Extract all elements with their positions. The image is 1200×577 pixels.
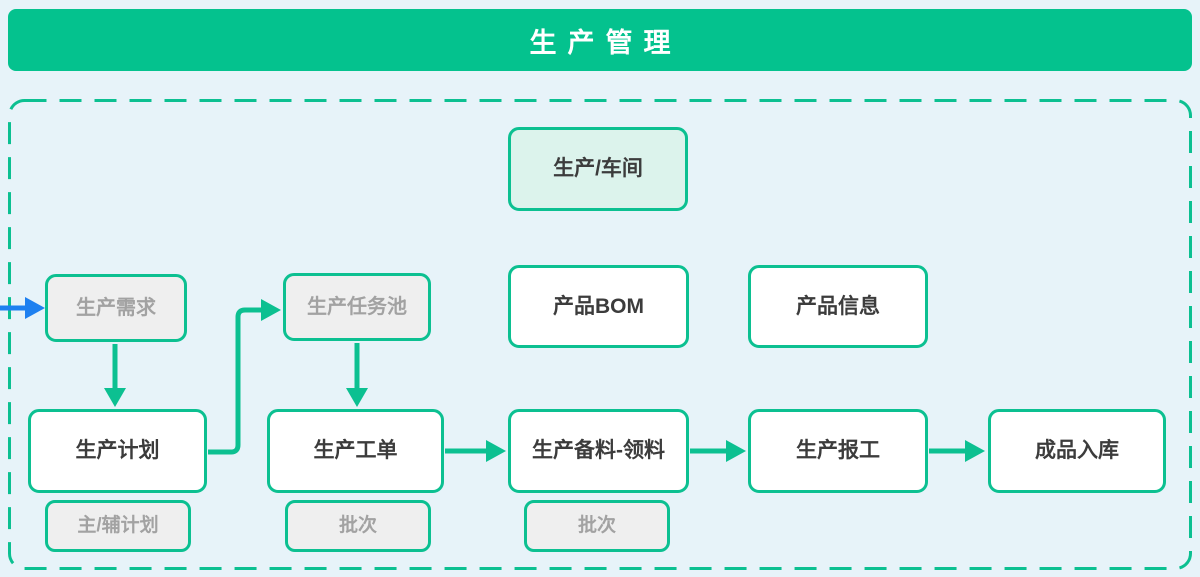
node-shop-floor: 生产/车间 bbox=[508, 127, 688, 211]
arrow-demand-to-plan bbox=[104, 344, 126, 407]
node-work-report: 生产报工 bbox=[748, 409, 928, 493]
node-main-aux-plan: 主/辅计划 bbox=[45, 500, 191, 552]
page-title: 生产管理 bbox=[529, 27, 682, 58]
node-product-bom-label: 产品BOM bbox=[553, 294, 644, 318]
arrow-report-to-stock-in bbox=[929, 440, 985, 462]
node-batch-under-material: 批次 bbox=[524, 500, 670, 552]
node-material-picking: 生产备料-领料 bbox=[508, 409, 689, 493]
node-product-bom: 产品BOM bbox=[508, 265, 689, 348]
arrow-material-to-report bbox=[690, 440, 746, 462]
diagram-header: 生产管理 bbox=[8, 9, 1192, 71]
node-batch-under-material-label: 批次 bbox=[577, 514, 616, 536]
node-task-pool-label: 生产任务池 bbox=[307, 296, 407, 318]
arrow-external-to-demand bbox=[0, 297, 45, 319]
node-production-plan-label: 生产计划 bbox=[75, 439, 160, 463]
node-batch-under-work-order: 批次 bbox=[285, 500, 431, 552]
node-shop-floor-label: 生产/车间 bbox=[553, 157, 643, 181]
arrow-task-pool-to-work-order bbox=[346, 343, 368, 407]
node-material-picking-label: 生产备料-领料 bbox=[532, 439, 665, 463]
node-work-order-label: 生产工单 bbox=[313, 439, 398, 463]
node-task-pool: 生产任务池 bbox=[283, 273, 431, 341]
node-main-aux-plan-label: 主/辅计划 bbox=[77, 514, 159, 536]
node-finished-goods-stock-in: 成品入库 bbox=[988, 409, 1166, 493]
node-batch-under-work-order-label: 批次 bbox=[338, 514, 377, 536]
node-work-report-label: 生产报工 bbox=[796, 439, 880, 463]
node-production-plan: 生产计划 bbox=[28, 409, 207, 493]
node-production-demand: 生产需求 bbox=[45, 274, 187, 342]
node-production-demand-label: 生产需求 bbox=[76, 297, 156, 319]
node-product-info: 产品信息 bbox=[748, 265, 928, 348]
node-work-order: 生产工单 bbox=[267, 409, 444, 493]
arrow-work-order-to-material bbox=[445, 440, 506, 462]
node-product-info-label: 产品信息 bbox=[796, 294, 880, 318]
node-finished-goods-stock-in-label: 成品入库 bbox=[1035, 439, 1119, 463]
